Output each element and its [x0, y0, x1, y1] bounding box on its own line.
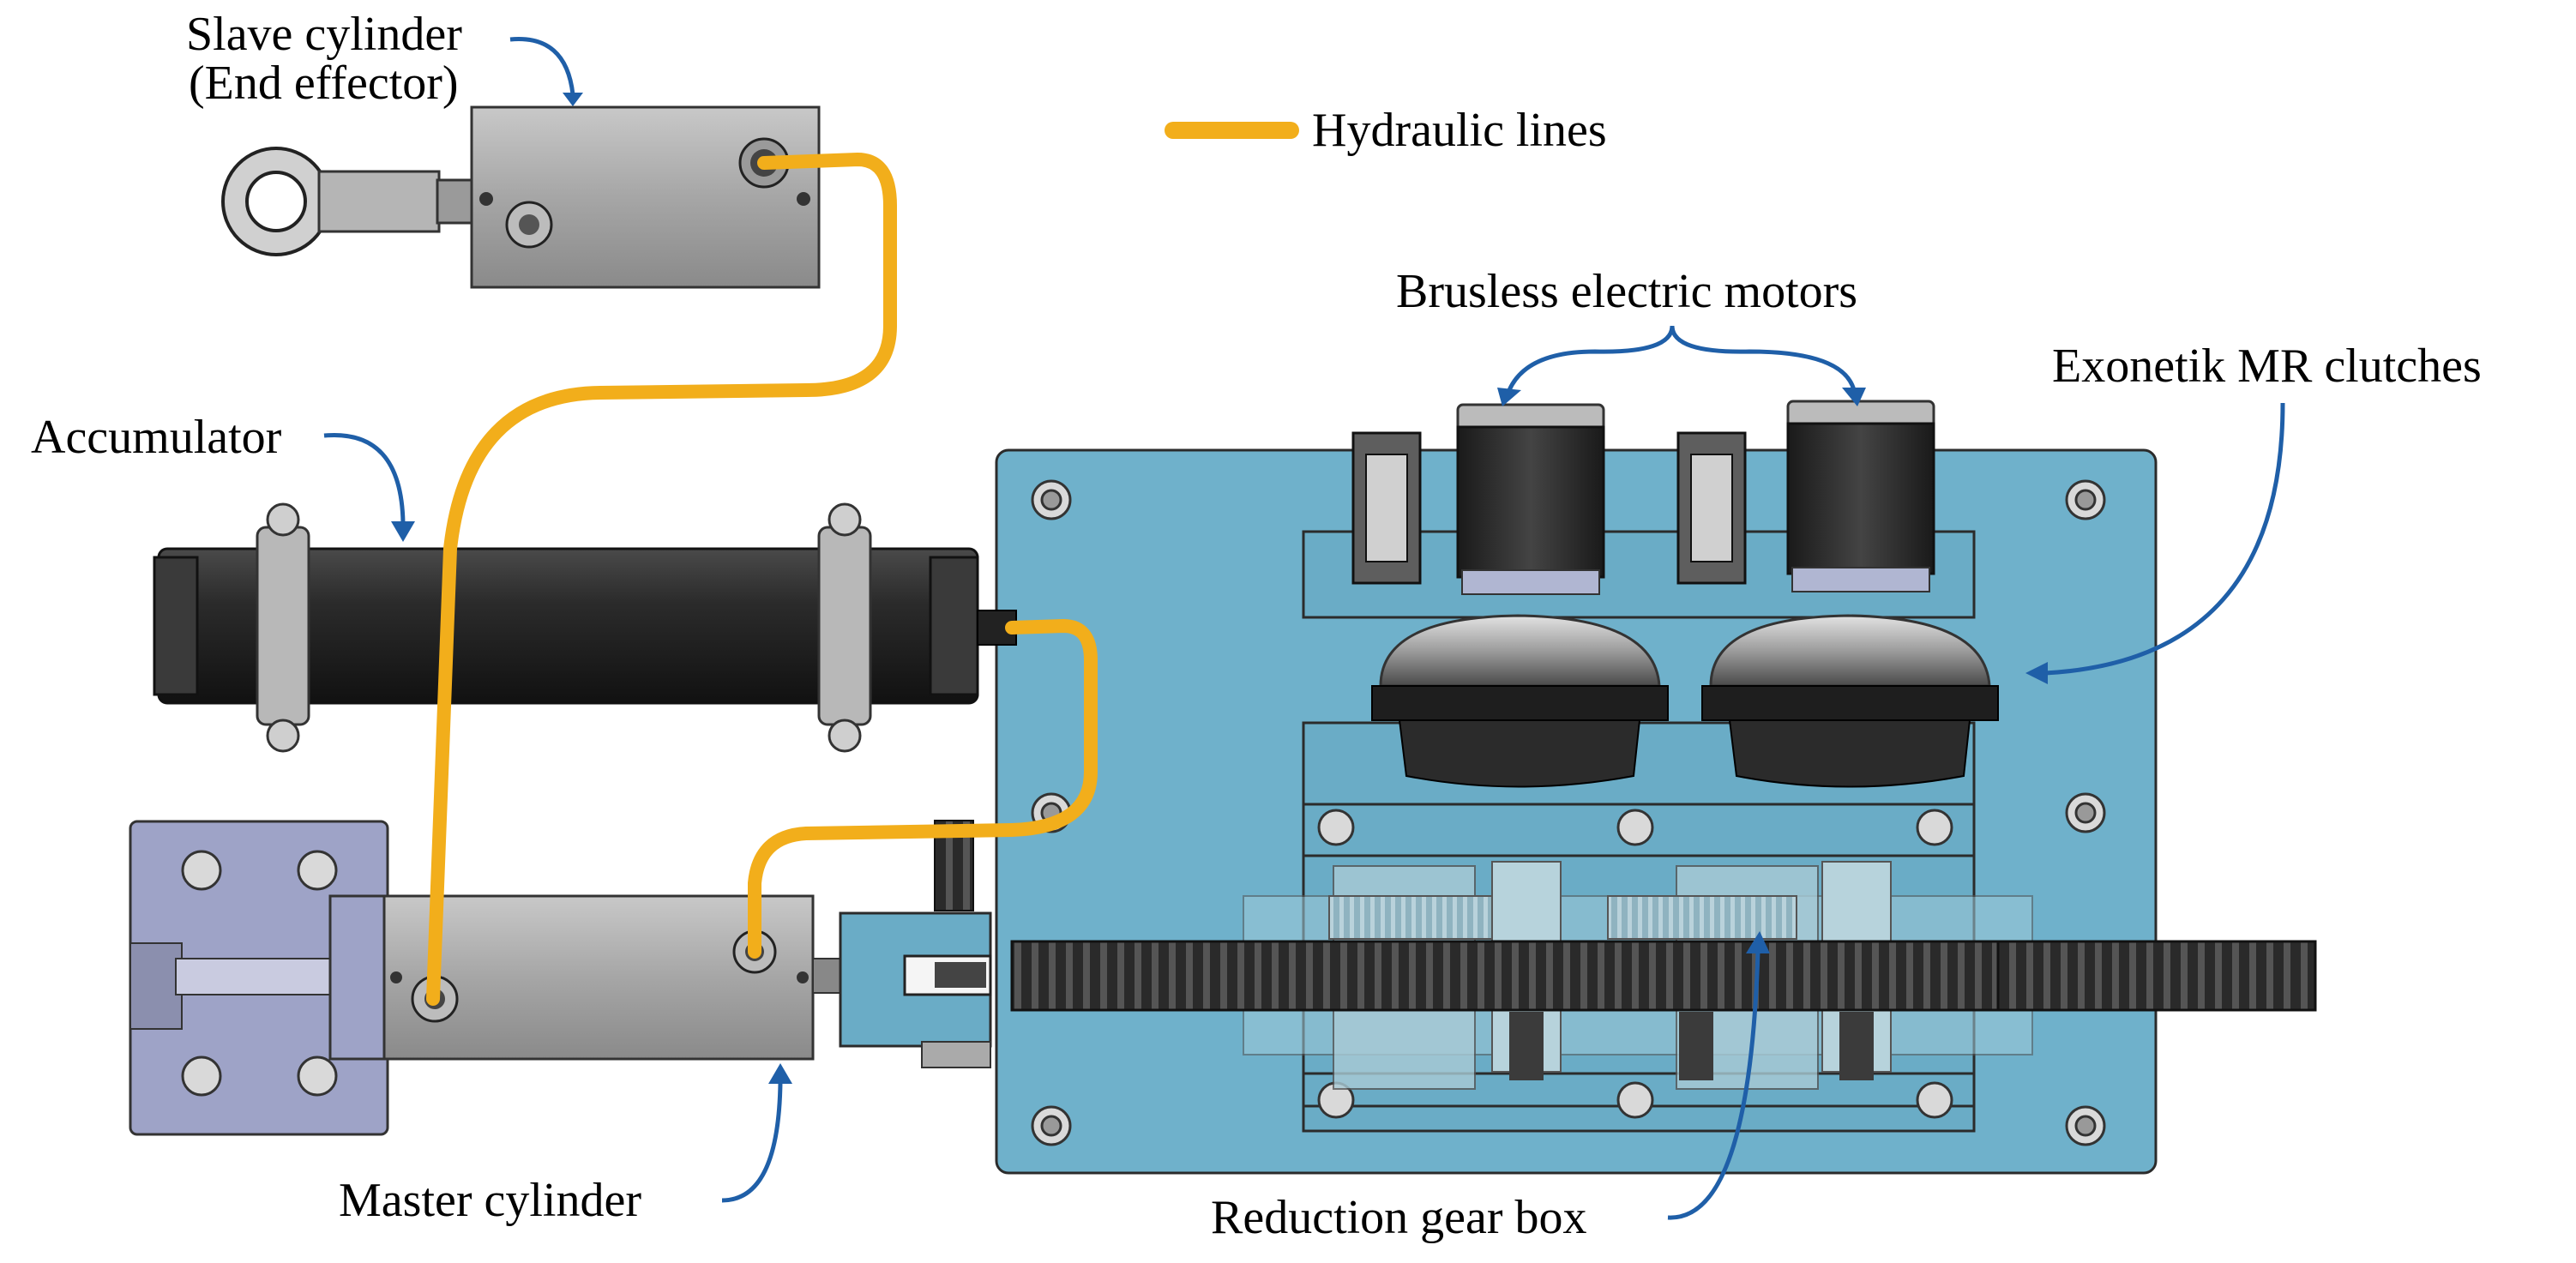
label-brushless-motors: Brusless electric motors: [1396, 265, 1866, 406]
legend-label: Hydraulic lines: [1312, 104, 1607, 157]
accumulator-label: Accumulator: [31, 411, 282, 464]
motor-left: [1456, 403, 1605, 595]
mr-clutch-left: [1371, 614, 1669, 788]
accumulator: [153, 502, 1017, 753]
mr-clutches-label: Exonetik MR clutches: [2052, 340, 2482, 393]
label-mr-clutches: Exonetik MR clutches: [2025, 340, 2482, 684]
slave-cylinder-label-line1: Slave cylinder: [186, 8, 462, 61]
label-master-cylinder: Master cylinder: [339, 1063, 792, 1227]
gear-rack: [1010, 940, 2317, 1012]
gear-box-label: Reduction gear box: [1211, 1191, 1587, 1244]
label-accumulator: Accumulator: [31, 411, 415, 542]
master-cylinder: [129, 820, 992, 1136]
motor-mount: [1302, 431, 1976, 619]
slave-cylinder: [221, 105, 821, 289]
master-cylinder-label: Master cylinder: [339, 1174, 641, 1227]
label-slave-cylinder: Slave cylinder (End effector): [186, 8, 583, 110]
slave-cylinder-label-line2: (End effector): [189, 57, 459, 110]
mr-clutch-right: [1701, 614, 1999, 788]
brushless-motors-label: Brusless electric motors: [1396, 265, 1857, 318]
legend-hydraulic-lines: Hydraulic lines: [1165, 104, 1607, 157]
label-gear-box: Reduction gear box: [1211, 931, 1770, 1244]
hydraulic-lines: [426, 153, 1098, 1006]
motor-right: [1786, 400, 1935, 592]
